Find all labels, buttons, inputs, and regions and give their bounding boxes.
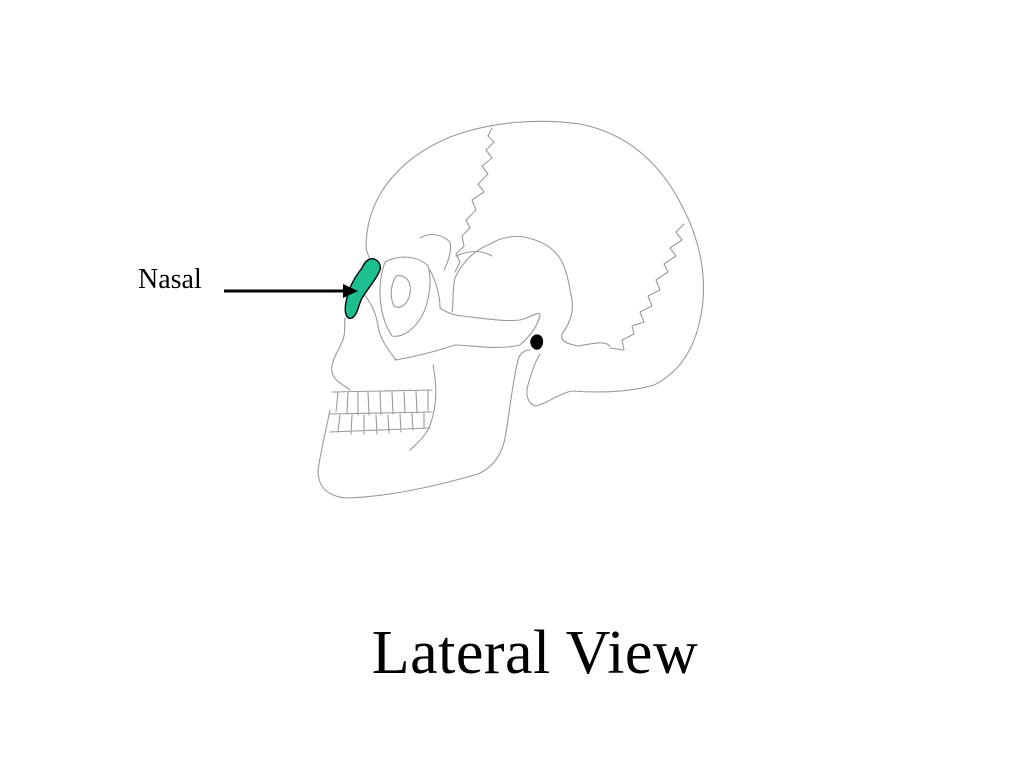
occipital-base xyxy=(526,353,573,407)
lower-teeth xyxy=(329,411,433,435)
coronal-suture xyxy=(454,127,495,273)
lambdoid-suture xyxy=(609,223,685,351)
ear-canal-mark xyxy=(530,334,544,350)
arrow-right-icon xyxy=(224,284,358,298)
orbit-inner xyxy=(390,275,411,308)
cranium-outline xyxy=(365,120,705,393)
sphenoid-region xyxy=(429,250,493,309)
orbit xyxy=(379,256,431,337)
mandible xyxy=(317,349,531,499)
nasal-bone-highlight xyxy=(344,258,382,319)
zygomatic-arch xyxy=(394,307,541,361)
squamosal-suture xyxy=(451,235,611,347)
slide-title: Lateral View xyxy=(371,619,699,687)
nasal-label: Nasal xyxy=(138,264,202,295)
upper-teeth xyxy=(331,389,433,416)
maxilla-region xyxy=(359,233,452,361)
mandible-ramus xyxy=(409,364,437,451)
